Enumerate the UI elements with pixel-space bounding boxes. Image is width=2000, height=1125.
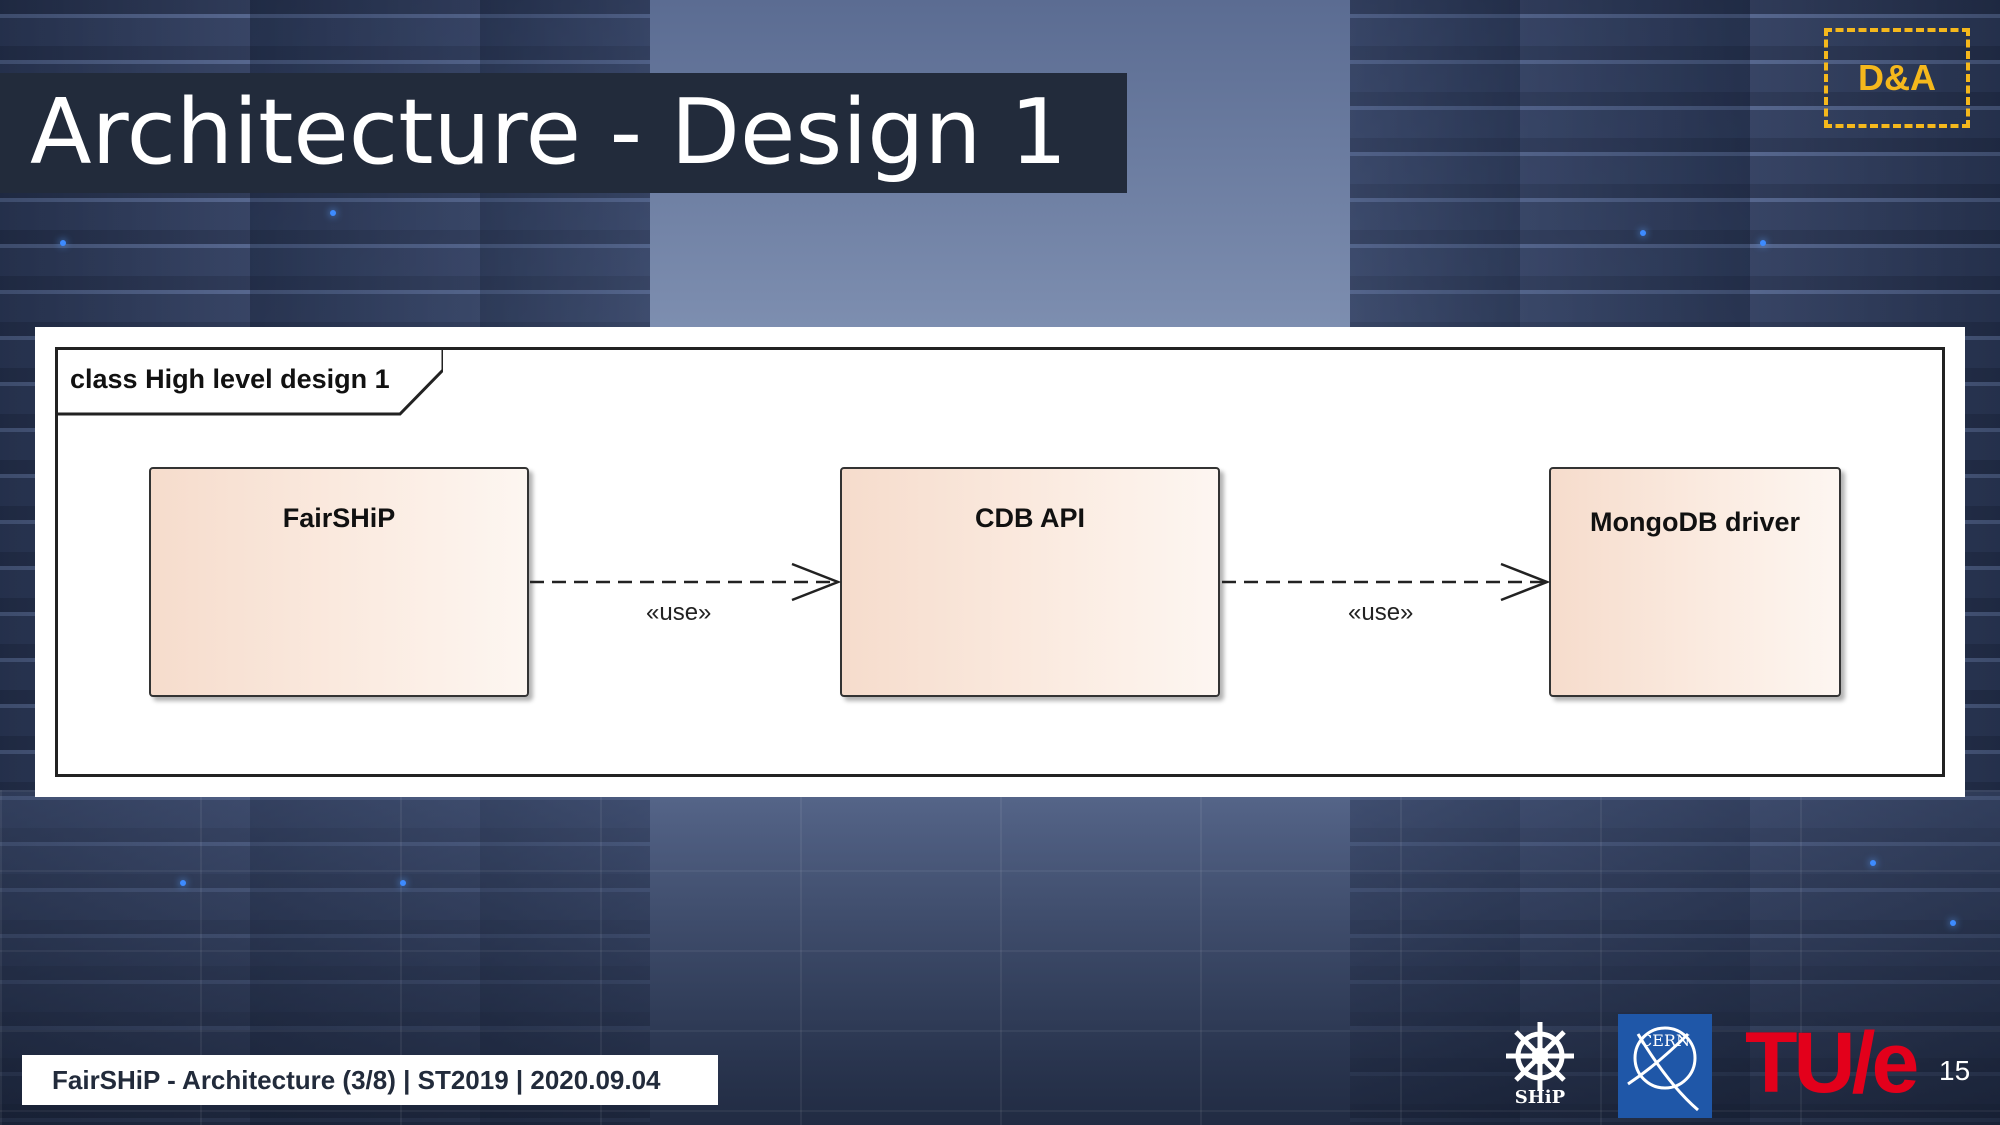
use-stereotype-label: «use» bbox=[1348, 599, 1414, 626]
status-led bbox=[1760, 240, 1766, 246]
status-led bbox=[330, 210, 336, 216]
status-led bbox=[1950, 920, 1956, 926]
frame-label: class High level design 1 bbox=[70, 364, 390, 394]
frame-tab-shape bbox=[58, 350, 443, 416]
category-badge: D&A bbox=[1824, 28, 1970, 128]
status-led bbox=[1640, 230, 1646, 236]
class-name: MongoDB driver bbox=[1589, 507, 1800, 537]
use-stereotype-label: «use» bbox=[646, 599, 712, 626]
status-led bbox=[1870, 860, 1876, 866]
uml-frame bbox=[55, 347, 1945, 777]
class-name: FairSHiP bbox=[282, 503, 396, 533]
tue-logo: TU/e bbox=[1745, 1015, 1919, 1111]
cern-logo-text: CERN bbox=[1640, 1031, 1690, 1050]
class-box-cdb-api[interactable]: CDB API bbox=[840, 467, 1220, 697]
cern-logo-mark: CERN bbox=[1627, 1026, 1699, 1112]
footer-label: FairSHiP - Architecture (3/8) | ST2019 |… bbox=[22, 1055, 718, 1105]
class-name: CDB API bbox=[974, 503, 1085, 533]
page-number: 15 bbox=[1939, 1055, 1971, 1086]
class-box-fairship[interactable]: FairSHiP bbox=[149, 467, 529, 697]
cern-logo: CERN bbox=[1618, 1014, 1712, 1118]
status-led bbox=[60, 240, 66, 246]
status-led bbox=[400, 880, 406, 886]
title-bar: Architecture - Design 1 bbox=[0, 73, 1127, 193]
ship-logo-text: SHiP bbox=[1514, 1087, 1566, 1108]
slide-title: Architecture - Design 1 bbox=[30, 80, 1068, 185]
ship-logo bbox=[1506, 1022, 1574, 1090]
status-led bbox=[180, 880, 186, 886]
class-box-mongodb-driver[interactable]: MongoDB driver bbox=[1549, 467, 1841, 697]
